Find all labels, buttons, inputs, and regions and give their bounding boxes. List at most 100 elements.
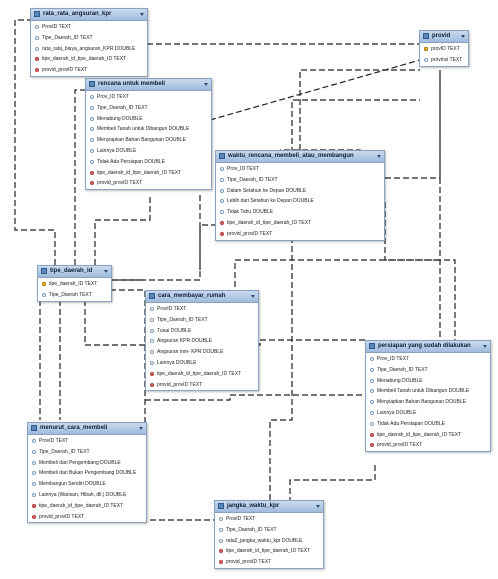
table-header[interactable]: rencana untuk membeli: [86, 79, 211, 91]
column-row[interactable]: rata2_jangka_waktu_kpr DOUBLE: [215, 536, 323, 547]
column-label: tipe_daerah_id_tipe_daerah_ID TEXT: [42, 56, 127, 63]
dropdown-arrow-icon[interactable]: [104, 270, 108, 273]
column-row[interactable]: tipe_daerah_id_tipe_daerah_ID TEXT: [215, 546, 323, 557]
column-row[interactable]: Tunai DOUBLE: [146, 326, 258, 337]
column-row[interactable]: ProvID TEXT: [215, 514, 323, 525]
column-row[interactable]: provid_provID TEXT: [146, 380, 258, 391]
column-row[interactable]: Menyiapkan Bahan Bangunan DOUBLE: [366, 397, 490, 408]
column-row[interactable]: tipe_daerah_id_tipe_daerah_ID TEXT: [366, 430, 490, 441]
relationship-line: [110, 289, 215, 521]
column-row[interactable]: Angsuran KPR DOUBLE: [146, 336, 258, 347]
column-icon: [32, 471, 36, 476]
column-row[interactable]: provid_provID TEXT: [366, 440, 490, 451]
table-header[interactable]: rata_rata_angsuran_kpr: [31, 9, 147, 21]
column-row[interactable]: Menyiapkan Bahan Bangunan DOUBLE: [86, 135, 211, 146]
column-label: Tipe_Daerah_ID TEXT: [226, 526, 277, 533]
column-row[interactable]: provid_provID TEXT: [31, 65, 147, 76]
column-row[interactable]: ProvID TEXT: [28, 436, 146, 447]
column-row[interactable]: Angsuran non- KPR DOUBLE: [146, 347, 258, 358]
table-header[interactable]: persiapan yang sudah dilakukan: [366, 341, 490, 353]
column-row[interactable]: Lainnya DOUBLE: [366, 408, 490, 419]
column-icon: [370, 367, 374, 372]
column-icon: [220, 199, 224, 204]
column-row[interactable]: Lainnya DOUBLE: [146, 358, 258, 369]
dropdown-arrow-icon[interactable]: [483, 345, 487, 348]
column-row[interactable]: Dalam Setahun ke Depan DOUBLE: [216, 186, 384, 197]
column-row[interactable]: tipe_daerah_id_tipe_daerah_ID TEXT: [146, 369, 258, 380]
table-header[interactable]: waktu_rencana_membeli_atau_membangun: [216, 151, 384, 163]
column-row[interactable]: Tidak Ada Persiapan DOUBLE: [86, 157, 211, 168]
column-row[interactable]: Membeli Tanah untuk Dibangun DOUBLE: [86, 124, 211, 135]
column-row[interactable]: tipe_daerah_id_tipe_daerah_ID TEXT: [31, 54, 147, 65]
column-row[interactable]: Tipe_Daerah_ID TEXT: [86, 103, 211, 114]
table-header[interactable]: cara_membayar_rumah: [146, 291, 258, 303]
column-icon: [150, 360, 154, 365]
column-row[interactable]: Prov_ID TEXT: [216, 164, 384, 175]
column-row[interactable]: provid_provID TEXT: [86, 178, 211, 189]
column-row[interactable]: Prov_ID TEXT: [366, 354, 490, 365]
column-row[interactable]: Tidak Tahu DOUBLE: [216, 207, 384, 218]
column-row[interactable]: Lainnya DOUBLE: [86, 146, 211, 157]
column-row[interactable]: Tipe_Daerah_ID TEXT: [146, 315, 258, 326]
relationship-line: [289, 465, 376, 500]
column-row[interactable]: Tipe_Daerah_ID TEXT: [31, 33, 147, 44]
column-row[interactable]: tipe_daerah_id_tipe_daerah_ID TEXT: [216, 218, 384, 229]
column-row[interactable]: Tipe_Daerah TEXT: [38, 290, 111, 301]
column-row[interactable]: rata_rata_biaya_angsuran_KPR DOUBLE: [31, 44, 147, 55]
column-row[interactable]: Lainnya (Warisan, Hibah, dll.) DOUBLE: [28, 490, 146, 501]
column-row[interactable]: Menabung DOUBLE: [366, 376, 490, 387]
dropdown-arrow-icon[interactable]: [251, 295, 255, 298]
column-row[interactable]: Tidak Ada Persiapan DOUBLE: [366, 419, 490, 430]
column-row[interactable]: tipe_daerah_id_tipe_daerah_ID TEXT: [86, 168, 211, 179]
column-row[interactable]: Tipe_Daerah_ID TEXT: [28, 447, 146, 458]
column-icon: [150, 339, 154, 344]
column-row[interactable]: Membeli dari Pengembang DOUBLE: [28, 458, 146, 469]
dropdown-arrow-icon[interactable]: [377, 155, 381, 158]
table-title: jangka_waktu_kpr: [227, 503, 280, 509]
column-icon: [150, 350, 154, 355]
column-row[interactable]: Tipe_Daerah_ID TEXT: [366, 365, 490, 376]
column-row[interactable]: Prov_ID TEXT: [86, 92, 211, 103]
table-header[interactable]: tipe_daerah_id: [38, 266, 111, 278]
dropdown-arrow-icon[interactable]: [204, 83, 208, 86]
foreign-key-icon: [219, 549, 223, 554]
column-row[interactable]: provID TEXT: [420, 44, 468, 55]
column-row[interactable]: Membangun Sendiri DOUBLE: [28, 479, 146, 490]
column-row[interactable]: ProvID TEXT: [31, 22, 147, 33]
dropdown-arrow-icon[interactable]: [139, 427, 143, 430]
column-row[interactable]: provid_provID TEXT: [28, 512, 146, 523]
column-row[interactable]: provinsi TEXT: [420, 55, 468, 66]
column-label: Tipe_Daerah_ID TEXT: [97, 104, 148, 111]
foreign-key-icon: [35, 57, 39, 62]
column-row[interactable]: Tipe_Daerah_ID TEXT: [216, 175, 384, 186]
table-header[interactable]: menurut_cara_membeli: [28, 423, 146, 435]
column-row[interactable]: ProvID TEXT: [146, 304, 258, 315]
table-header[interactable]: provid: [420, 31, 468, 43]
column-row[interactable]: Lebih dari Setahun ke Depan DOUBLE: [216, 196, 384, 207]
column-row[interactable]: Tipe_Daerah_ID TEXT: [215, 525, 323, 536]
column-row[interactable]: Membeli Tanah untuk Dibangun DOUBLE: [366, 386, 490, 397]
column-row[interactable]: Menabung DOUBLE: [86, 114, 211, 125]
dropdown-arrow-icon[interactable]: [140, 13, 144, 16]
table-title: menurut_cara_membeli: [40, 425, 108, 431]
primary-key-icon: [42, 282, 46, 286]
column-row[interactable]: tipe_daerah_ID TEXT: [38, 279, 111, 290]
column-row[interactable]: provid_provID TEXT: [216, 229, 384, 240]
column-row[interactable]: tipe_daerah_id_tipe_daerah_ID TEXT: [28, 501, 146, 512]
table-icon: [218, 503, 224, 509]
table-header[interactable]: jangka_waktu_kpr: [215, 501, 323, 513]
dropdown-arrow-icon[interactable]: [461, 35, 465, 38]
dropdown-arrow-icon[interactable]: [316, 505, 320, 508]
column-row[interactable]: provid_provID TEXT: [215, 557, 323, 568]
column-row[interactable]: Membeli dari Bukan Pengembang DOUBLE: [28, 468, 146, 479]
